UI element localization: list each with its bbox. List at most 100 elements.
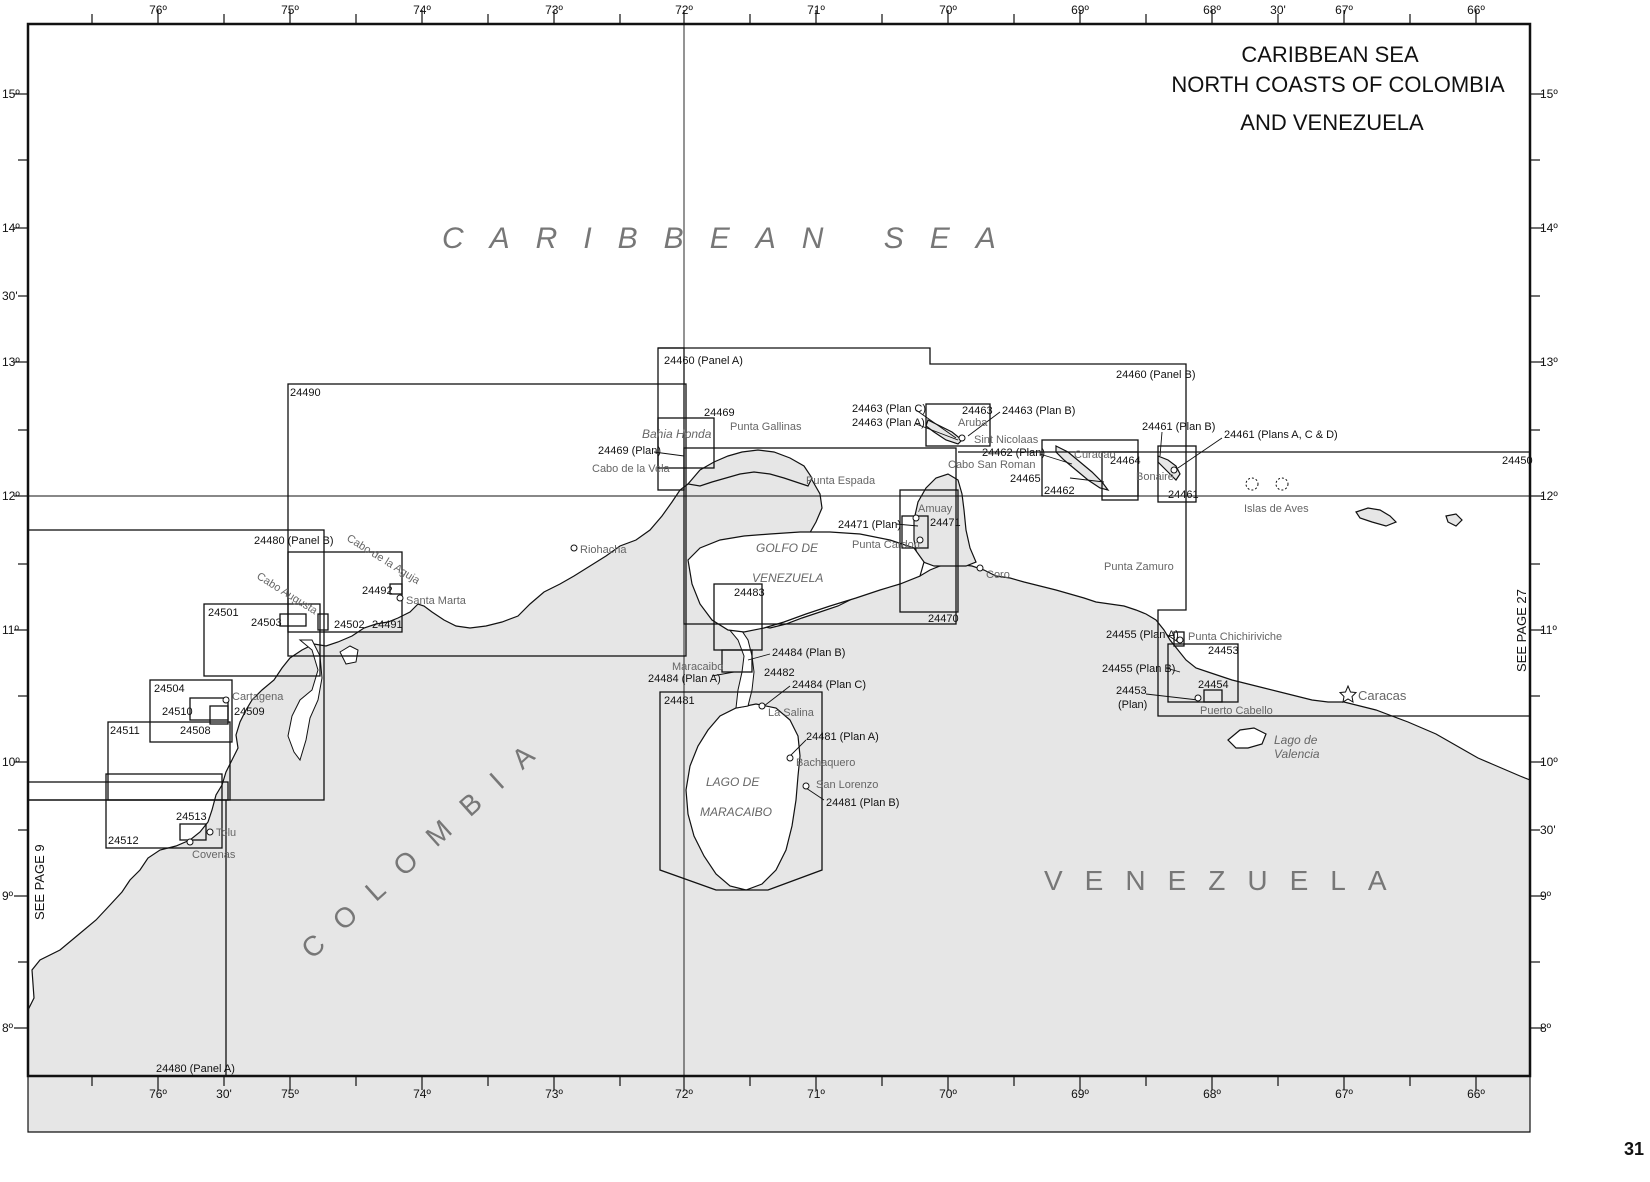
box-24469[interactable] xyxy=(657,417,715,469)
label-24463-plan-b: 24463 (Plan B) xyxy=(1002,405,1075,417)
label-24454: 24454 xyxy=(1198,679,1229,691)
place-golfo-venezuela: VENEZUELA xyxy=(752,571,823,585)
label-24481-plan-b: 24481 (Plan B) xyxy=(826,797,899,809)
box-24464[interactable] xyxy=(1101,451,1139,501)
place-riohacha: Riohacha xyxy=(580,544,627,556)
box-24513[interactable] xyxy=(179,823,207,841)
left-tick-labels: 15º 14º 30' 13º 12º 11º 10º 9º 8º xyxy=(2,87,20,1035)
label-24513: 24513 xyxy=(176,811,207,823)
see-page-right[interactable]: SEE PAGE 27 xyxy=(1514,589,1529,672)
town-marker xyxy=(1194,694,1202,702)
box-24461[interactable] xyxy=(1157,445,1197,503)
tick-top-72: 72º xyxy=(675,3,693,17)
label-24469-plan: 24469 (Plan) xyxy=(598,445,661,457)
box-24455[interactable] xyxy=(1167,643,1239,703)
guajira-peninsula xyxy=(686,449,813,487)
paraguana-peninsula xyxy=(913,473,977,567)
label-24455-plan-b: 24455 (Plan B) xyxy=(1102,663,1175,675)
place-punta-cardon: Punta Cardon xyxy=(852,539,920,551)
label-24510: 24510 xyxy=(162,706,193,718)
label-24480-panel-b: 24480 (Panel B) xyxy=(254,535,334,547)
box-24512-outer[interactable] xyxy=(27,781,229,801)
tick-top-74: 74º xyxy=(413,3,431,17)
place-aruba: Aruba xyxy=(958,417,988,429)
right-tick-labels: 15º 14º 13º 12º 11º 10º 30' 9º 8º xyxy=(1540,87,1558,1035)
tick-left-1330: 30' xyxy=(2,289,18,303)
tick-top-76: 76º xyxy=(149,3,167,17)
tick-top-73: 73º xyxy=(545,3,563,17)
label-24511: 24511 xyxy=(110,725,140,737)
los-roques-island xyxy=(1355,507,1398,527)
label-24463-plan-c: 24463 (Plan C) xyxy=(852,403,926,415)
tick-right-930: 30' xyxy=(1540,823,1556,837)
box-24504[interactable] xyxy=(149,679,233,743)
place-lago-de-valencia-1: Lago de xyxy=(1274,733,1318,747)
box-24492[interactable] xyxy=(389,583,403,595)
box-24460-a[interactable] xyxy=(658,347,1530,717)
place-punta-espada: Punta Espada xyxy=(806,475,876,487)
place-puerto-cabello: Puerto Cabello xyxy=(1200,705,1273,717)
label-24460-panel-a: 24460 (Panel A) xyxy=(664,355,743,367)
box-24509[interactable] xyxy=(209,705,229,725)
town-marker xyxy=(570,544,578,552)
box-24454[interactable] xyxy=(1203,689,1223,703)
tick-top-6730: 30' xyxy=(1270,3,1286,17)
place-lago-maracaibo: MARACAIBO xyxy=(700,805,772,819)
label-24460-panel-b: 24460 (Panel B) xyxy=(1116,369,1196,381)
place-cartagena: Cartagena xyxy=(232,691,284,703)
box-24450[interactable] xyxy=(683,447,957,625)
label-24455-plan-a: 24455 (Plan A) xyxy=(1106,629,1179,641)
tick-right-13: 13º xyxy=(1540,355,1558,369)
box-24510[interactable] xyxy=(189,697,229,721)
magdalena-delta xyxy=(287,639,323,762)
box-24470[interactable] xyxy=(899,489,959,613)
place-covenas: Covenas xyxy=(192,849,236,861)
lake-valencia xyxy=(1227,727,1267,749)
label-24484-plan-a: 24484 (Plan A) xyxy=(648,673,721,685)
box-24508[interactable] xyxy=(105,773,223,849)
label-24483: 24483 xyxy=(734,587,765,599)
see-page-left[interactable]: SEE PAGE 9 xyxy=(32,844,47,920)
box-24490[interactable] xyxy=(287,383,687,657)
place-la-salina: La Salina xyxy=(768,707,815,719)
tick-top-75: 75º xyxy=(281,3,299,17)
curacao-island xyxy=(1055,445,1110,491)
tick-left-15: 15º xyxy=(2,87,20,101)
tick-right-12: 12º xyxy=(1540,489,1558,503)
box-24503[interactable] xyxy=(279,613,307,627)
place-lago-de-valencia-2: Valencia xyxy=(1274,747,1320,761)
town-marker xyxy=(912,514,920,522)
label-24503: 24503 xyxy=(251,617,282,629)
label-24481-plan-a: 24481 (Plan A) xyxy=(806,731,879,743)
region-caribbean-sea: CARIBBEAN SEA xyxy=(442,222,1022,255)
lake-maracaibo xyxy=(685,703,801,891)
tick-bottom-67: 67º xyxy=(1335,1087,1353,1101)
town-marker xyxy=(958,434,966,442)
town-marker xyxy=(186,838,194,846)
box-24502[interactable] xyxy=(317,613,329,631)
label-24491: 24491 xyxy=(372,619,403,631)
bottom-tick-labels: 76º 30' 75º 74º 73º 72º 71º 70º 69º 68º … xyxy=(149,1087,1485,1101)
place-cabo-augusta: Cabo Augusta xyxy=(254,570,320,617)
caracas-star-icon xyxy=(1338,684,1358,703)
place-punta-gallinas: Punta Gallinas xyxy=(730,421,802,433)
place-lago-de: LAGO DE xyxy=(706,775,760,789)
town-marker xyxy=(396,594,404,602)
box-24481[interactable] xyxy=(659,691,823,891)
tick-top-70: 70º xyxy=(939,3,957,17)
top-tick-labels: 76º 75º 74º 73º 72º 71º 70º 69º 68º 30' … xyxy=(149,3,1485,17)
tick-top-69: 69º xyxy=(1071,3,1089,17)
label-24512: 24512 xyxy=(108,835,139,847)
bonaire-island xyxy=(1157,455,1181,481)
tick-left-10: 10º xyxy=(2,755,20,769)
place-bachaquero: Bachaquero xyxy=(796,757,855,769)
leader-lines xyxy=(653,409,1223,801)
box-24484[interactable] xyxy=(721,649,753,673)
tick-right-10: 10º xyxy=(1540,755,1558,769)
la-orchila-island xyxy=(1445,513,1463,527)
box-24463[interactable] xyxy=(925,403,991,447)
box-24501[interactable] xyxy=(203,603,321,677)
label-24481: 24481 xyxy=(664,695,695,707)
place-san-lorenzo: San Lorenzo xyxy=(816,779,878,791)
